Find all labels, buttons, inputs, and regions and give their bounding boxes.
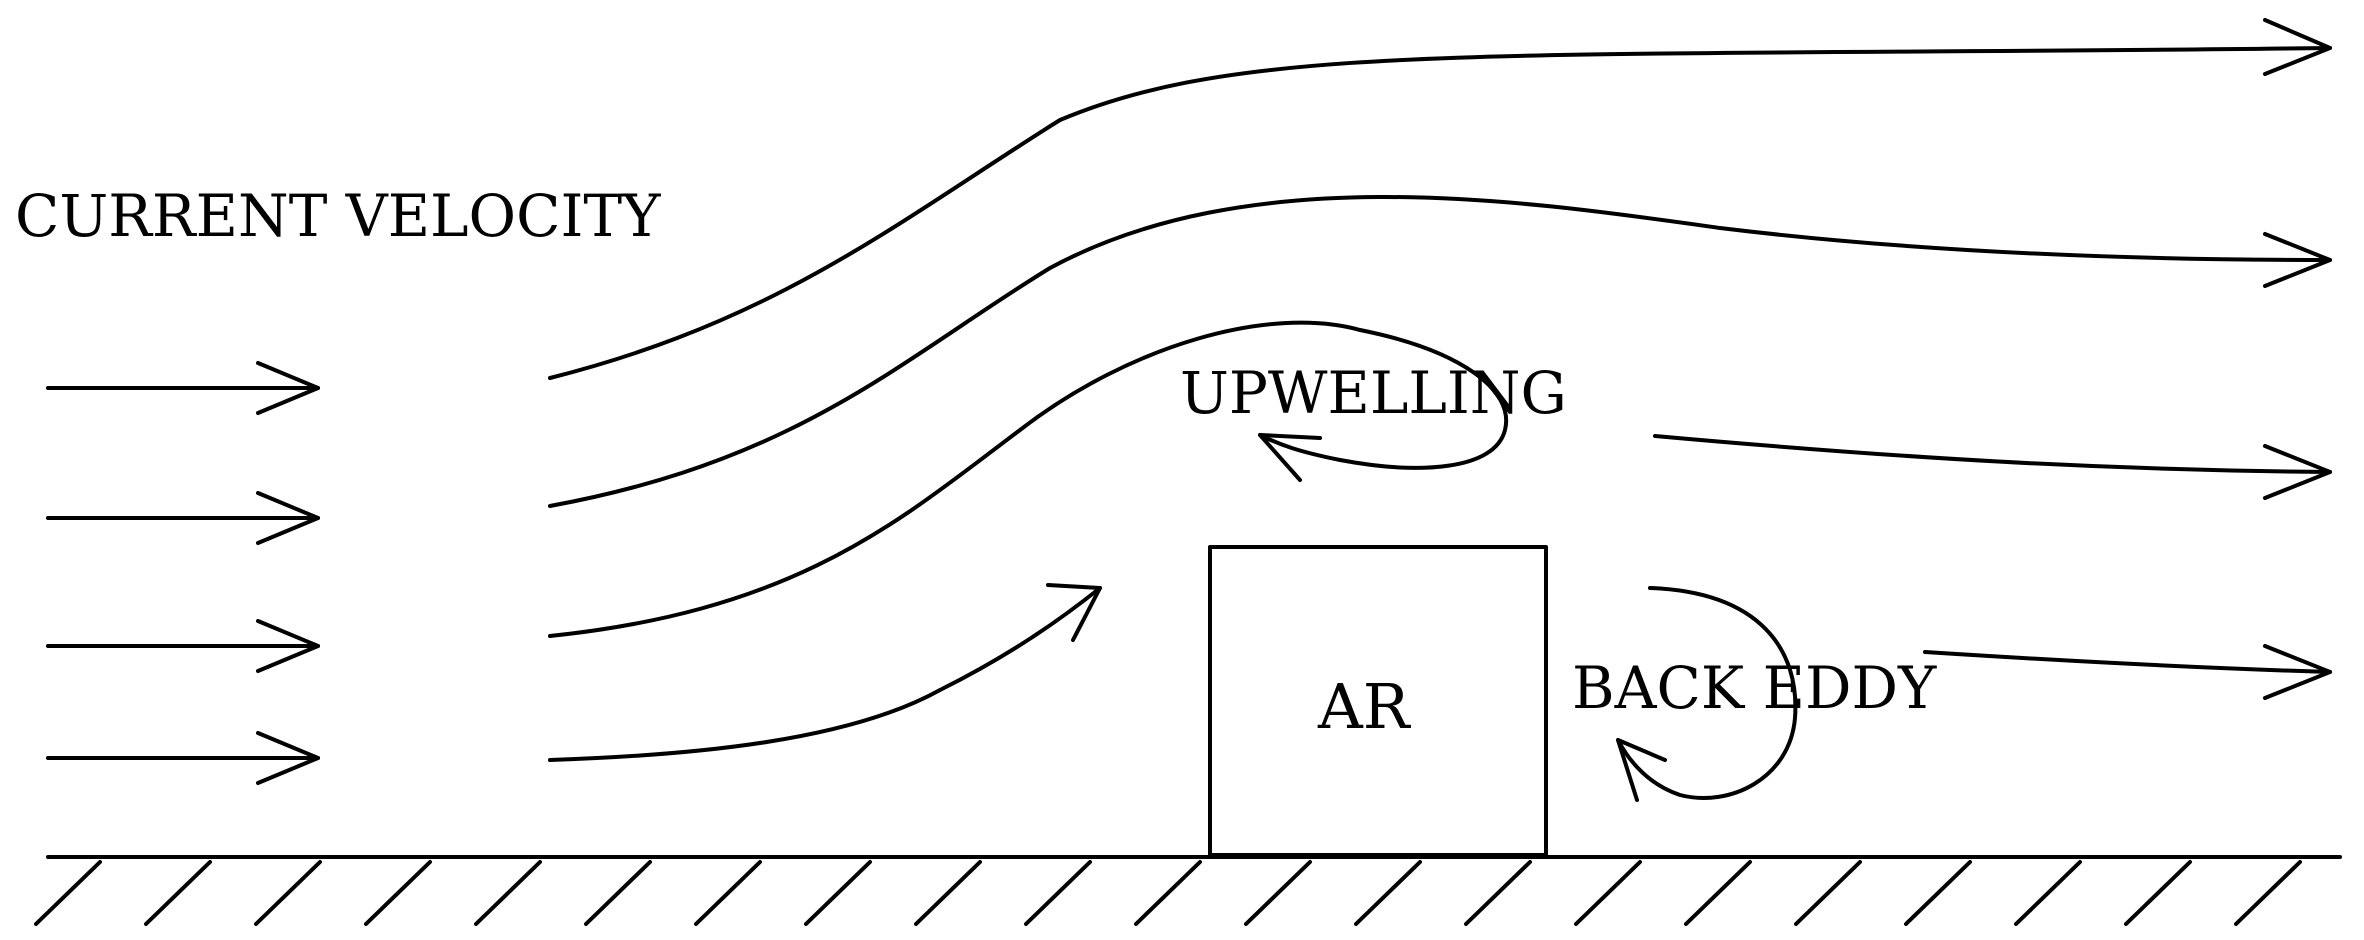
back-eddy-loop-path (1616, 586, 1798, 800)
upwelling-loop-head (1258, 433, 1322, 482)
seabed-hatch-mark (584, 860, 652, 926)
incoming-current-arrows (46, 361, 320, 785)
incoming-arrow-2 (46, 491, 320, 545)
seabed-hatch-mark (1134, 860, 1202, 926)
streamline-2-head (2263, 232, 2332, 288)
streamline-2 (548, 195, 2332, 508)
seabed-hatch-mark (1354, 860, 1422, 926)
streamline-4-upstream-path (548, 586, 1102, 762)
incoming-arrow-3-head (256, 619, 320, 673)
streamline-3-downstream-path (1653, 434, 2332, 474)
seabed-hatch-mark (1684, 860, 1752, 926)
streamline-4-downstream-path (1923, 650, 2332, 674)
seabed-hatch-mark (1794, 860, 1862, 926)
streamline-1-head (2263, 18, 2332, 76)
upwelling-label: UPWELLING (1180, 359, 1567, 427)
streamline-4-upstream-head (1046, 583, 1102, 642)
seabed-hatch-mark (1024, 860, 1092, 926)
seabed-hatching (34, 860, 2302, 926)
streamline-3-downstream (1653, 434, 2332, 500)
upwelling-vortex (1258, 328, 1509, 482)
seabed-hatch-mark (2234, 860, 2302, 926)
streamline-1-path (548, 46, 2332, 380)
streamline-4-downstream (1923, 644, 2332, 700)
seabed-hatch-mark (34, 860, 102, 926)
seabed-hatch-mark (474, 860, 542, 926)
streamline-1 (548, 18, 2332, 380)
streamlines (548, 18, 2332, 762)
back-eddy-label: BACK EDDY (1572, 654, 1937, 722)
incoming-arrow-4-head (256, 731, 320, 785)
seabed-hatch-mark (254, 860, 322, 926)
seabed-hatch-mark (2124, 860, 2192, 926)
streamline-4-downstream-head (2263, 644, 2332, 700)
seabed-hatch-mark (1574, 860, 1642, 926)
seabed-hatch-mark (804, 860, 872, 926)
upwelling-loop-path (1258, 328, 1509, 470)
seabed-hatch-mark (914, 860, 982, 926)
incoming-arrow-4 (46, 731, 320, 785)
seabed-hatch-mark (2014, 860, 2082, 926)
incoming-arrow-3 (46, 619, 320, 673)
streamline-4-upstream (548, 583, 1102, 762)
streamline-3-downstream-head (2263, 444, 2332, 500)
seabed-hatch-mark (144, 860, 212, 926)
current-velocity-label: CURRENT VELOCITY (15, 182, 661, 250)
seabed-hatch-mark (364, 860, 432, 926)
incoming-arrow-1-head (256, 361, 320, 415)
streamline-3-upstream-path (548, 320, 1362, 638)
back-eddy-loop-head (1616, 738, 1667, 802)
seabed-hatch-mark (1904, 860, 1972, 926)
streamline-2-path (548, 195, 2332, 508)
seabed-hatch-mark (1244, 860, 1312, 926)
incoming-arrow-1 (46, 361, 320, 415)
seabed-hatch-mark (1464, 860, 1532, 926)
reef-label: AR (1317, 670, 1412, 743)
streamline-3-upstream (548, 320, 1362, 638)
incoming-arrow-2-head (256, 491, 320, 545)
back-eddy-vortex (1616, 586, 1798, 802)
seabed-hatch-mark (694, 860, 762, 926)
